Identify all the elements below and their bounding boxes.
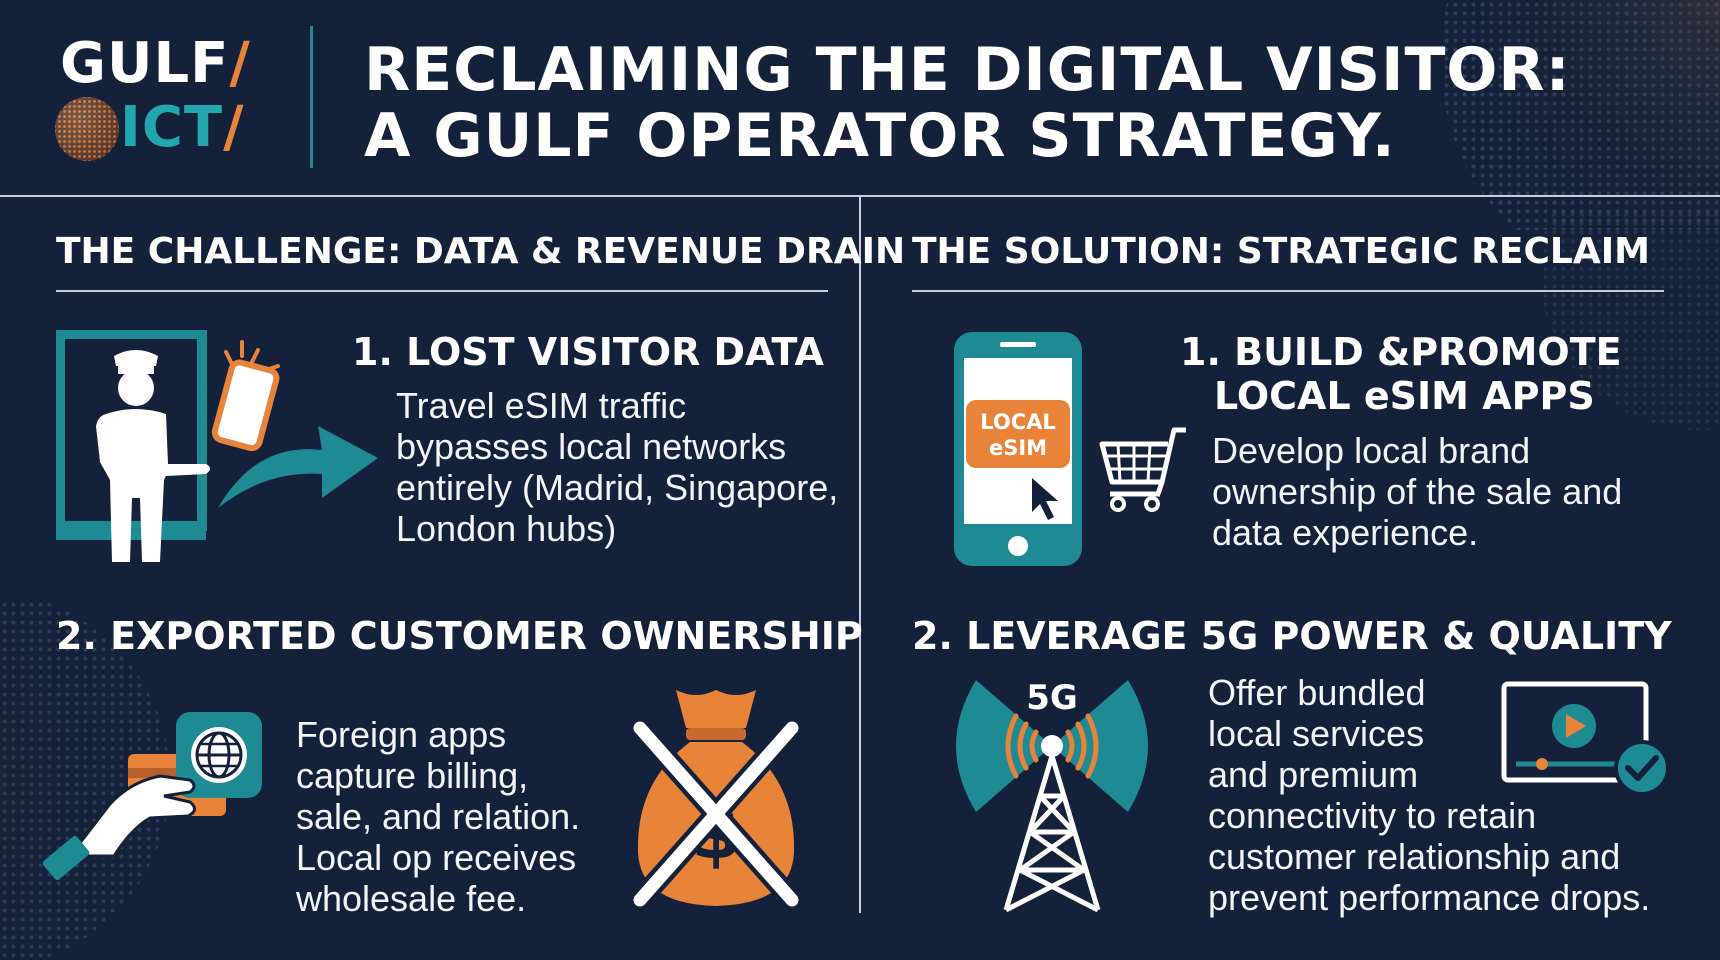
dotted-globe-decoration-mid-right <box>1540 210 1720 430</box>
logo-slash: / <box>229 31 251 96</box>
crossed-money-bag-icon: $ <box>629 690 803 911</box>
logo-line2: ICT <box>120 95 224 160</box>
tower-5g-label: 5G <box>1026 678 1078 718</box>
phone-label-line2: eSIM <box>988 436 1048 460</box>
challenge-item2-body-line3: sale, and relation. <box>296 796 581 837</box>
challenge-item2-body-line1: Foreign apps <box>296 714 507 755</box>
local-esim-phone-icon: LOCAL eSIM <box>952 330 1084 568</box>
solution-item2-body-line5: customer relationship and <box>1208 836 1621 877</box>
challenge-item1-body: Travel eSIM traffic bypasses local netwo… <box>396 385 839 549</box>
solution-item1-title-line1: 1. BUILD &PROMOTE <box>1180 330 1622 374</box>
solution-item2-body-line2: local services <box>1208 713 1425 754</box>
header-rule <box>0 195 1720 197</box>
logo-line1: GULF <box>60 31 230 96</box>
header-divider <box>310 26 313 168</box>
hand-card-globe-icon <box>42 712 262 881</box>
solution-item1-body-line1: Develop local brand <box>1212 430 1531 471</box>
column-divider <box>859 197 861 913</box>
solution-item1-body: Develop local brand ownership of the sal… <box>1212 430 1672 553</box>
challenge-heading: THE CHALLENGE: DATA & REVENUE DRAIN <box>56 231 906 272</box>
solution-item1-body-line2: ownership of the sale and <box>1212 471 1623 512</box>
challenge-item2-body-line2: capture billing, <box>296 755 529 796</box>
logo: GULF/ ICT/ <box>55 36 270 166</box>
logo-slash-2: / <box>223 95 245 160</box>
challenge-item2-body-line5: wholesale fee. <box>296 878 527 919</box>
challenge-item1-body-line1: Travel eSIM traffic <box>396 385 687 426</box>
page-title-line1: RECLAIMING THE DIGITAL VISITOR: <box>364 35 1571 105</box>
challenge-heading-rule <box>56 290 828 292</box>
solution-item2-title: 2. LEVERAGE 5G POWER & QUALITY <box>912 614 1672 658</box>
page-title-line2: A GULF OPERATOR STRATEGY. <box>364 101 1396 171</box>
dotted-globe-decoration-top-right <box>1440 0 1720 230</box>
phone-label-line1: LOCAL <box>980 410 1056 434</box>
solution-item2-body-line6: prevent performance drops. <box>1208 877 1651 918</box>
challenge-item2-title: 2. EXPORTED CUSTOMER OWNERSHIP <box>56 614 863 658</box>
challenge-item1-body-line4: London hubs) <box>396 508 617 549</box>
solution-item1-title-line2: LOCAL eSIM APPS <box>1214 374 1595 418</box>
challenge-item1-body-line2: bypasses local networks <box>396 426 787 467</box>
challenge-item1-title: 1. LOST VISITOR DATA <box>352 330 824 374</box>
border-officer-phone-icon <box>56 330 378 562</box>
challenge-item2-body: Foreign apps capture billing, sale, and … <box>296 714 606 919</box>
solution-heading: THE SOLUTION: STRATEGIC RECLAIM <box>912 231 1650 272</box>
dotted-globe-decoration-bottom-left <box>0 600 170 960</box>
challenge-item1-body-line3: entirely (Madrid, Singapore, <box>396 467 839 508</box>
video-check-icon <box>1501 681 1670 796</box>
solution-item2-body: Offer bundled local services and premium… <box>1208 672 1708 918</box>
solution-heading-rule <box>912 290 1664 292</box>
solution-item2-body-line1: Offer bundled <box>1208 672 1426 713</box>
solution-item2-body-line4: connectivity to retain <box>1208 795 1537 836</box>
solution-item2-body-line3: and premium <box>1208 754 1419 795</box>
logo-globe-icon <box>55 97 119 161</box>
5g-tower-icon: 5G <box>936 676 1168 916</box>
solution-item1-body-line3: data experience. <box>1212 512 1479 553</box>
challenge-item2-body-line4: Local op receives <box>296 837 577 878</box>
shopping-cart-icon <box>1099 427 1186 512</box>
